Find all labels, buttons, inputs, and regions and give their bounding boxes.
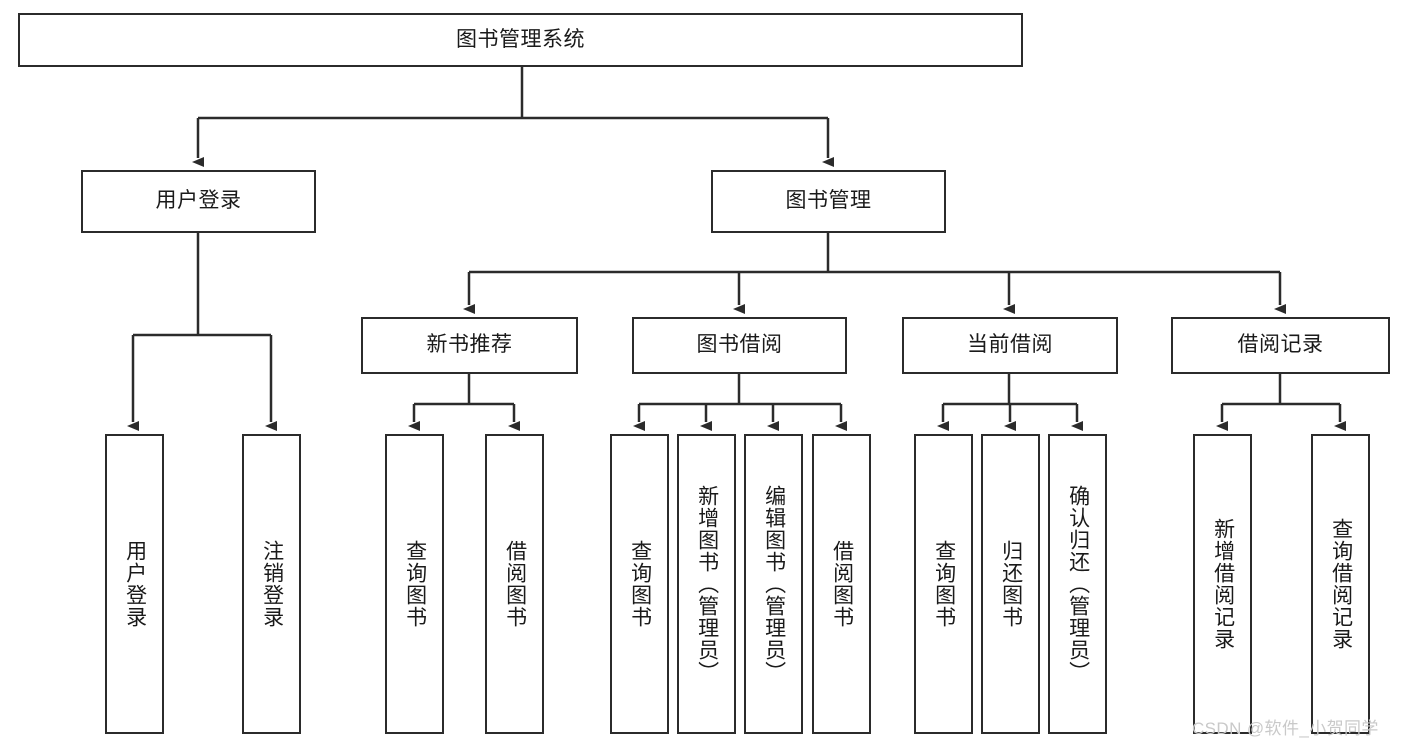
node-current-borrow[interactable]: 当前借阅 xyxy=(902,317,1118,374)
leaf-logout-label: 注销登录 xyxy=(260,540,284,628)
node-new-book-recommend-label: 新书推荐 xyxy=(426,333,513,357)
leaf-borrow-book[interactable]: 借阅图书 xyxy=(812,434,871,734)
leaf-query-borrow-record[interactable]: 查询借阅记录 xyxy=(1311,434,1370,734)
leaf-add-borrow-record[interactable]: 新增借阅记录 xyxy=(1193,434,1252,734)
node-current-borrow-label: 当前借阅 xyxy=(967,333,1053,357)
leaf-query-book-new[interactable]: 查询图书 xyxy=(385,434,444,734)
leaf-query-book-borrow-label: 查询图书 xyxy=(628,540,652,628)
node-root-label: 图书管理系统 xyxy=(456,27,585,51)
node-user-login-label: 用户登录 xyxy=(155,189,242,213)
leaf-logout[interactable]: 注销登录 xyxy=(242,434,301,734)
node-user-login[interactable]: 用户登录 xyxy=(81,170,316,233)
leaf-query-book-current-label: 查询图书 xyxy=(932,540,956,628)
node-new-book-recommend[interactable]: 新书推荐 xyxy=(361,317,578,374)
node-book-borrow[interactable]: 图书借阅 xyxy=(632,317,847,374)
leaf-edit-book-label: 编辑图书（管理员） xyxy=(762,485,786,683)
leaf-query-book-new-label: 查询图书 xyxy=(403,540,427,628)
leaf-borrow-book-new-label: 借阅图书 xyxy=(503,540,527,628)
leaf-query-book-borrow[interactable]: 查询图书 xyxy=(610,434,669,734)
node-book-management[interactable]: 图书管理 xyxy=(711,170,946,233)
leaf-confirm-return[interactable]: 确认归还（管理员） xyxy=(1048,434,1107,734)
leaf-add-book-label: 新增图书（管理员） xyxy=(695,485,719,683)
leaf-return-book-label: 归还图书 xyxy=(999,540,1023,628)
node-borrow-records[interactable]: 借阅记录 xyxy=(1171,317,1390,374)
leaf-edit-book[interactable]: 编辑图书（管理员） xyxy=(744,434,803,734)
node-book-borrow-label: 图书借阅 xyxy=(696,333,783,357)
leaf-query-book-current[interactable]: 查询图书 xyxy=(914,434,973,734)
node-root[interactable]: 图书管理系统 xyxy=(18,13,1023,67)
node-borrow-records-label: 借阅记录 xyxy=(1237,333,1324,357)
leaf-borrow-book-label: 借阅图书 xyxy=(830,540,854,628)
leaf-user-login[interactable]: 用户登录 xyxy=(105,434,164,734)
leaf-borrow-book-new[interactable]: 借阅图书 xyxy=(485,434,544,734)
leaf-add-borrow-record-label: 新增借阅记录 xyxy=(1211,518,1235,650)
node-book-management-label: 图书管理 xyxy=(785,189,872,213)
leaf-add-book[interactable]: 新增图书（管理员） xyxy=(677,434,736,734)
leaf-return-book[interactable]: 归还图书 xyxy=(981,434,1040,734)
leaf-query-borrow-record-label: 查询借阅记录 xyxy=(1329,518,1353,650)
leaf-confirm-return-label: 确认归还（管理员） xyxy=(1066,485,1090,683)
leaf-user-login-label: 用户登录 xyxy=(123,540,147,628)
